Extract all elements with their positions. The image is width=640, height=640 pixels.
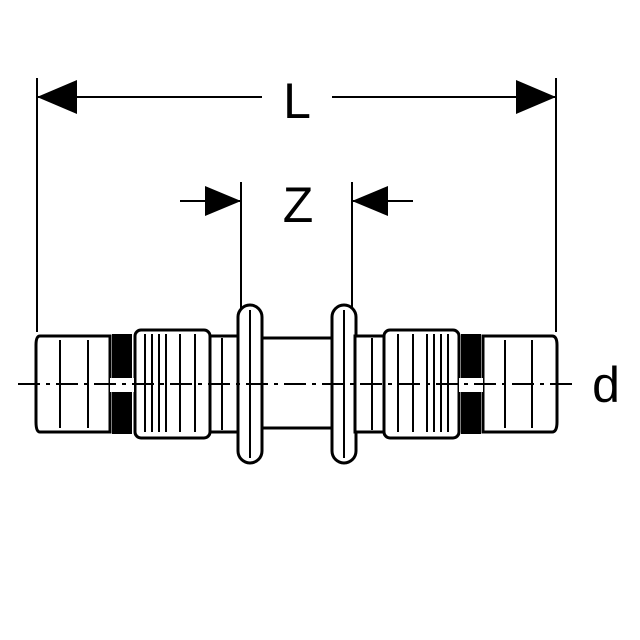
length-arrow-right xyxy=(516,80,556,114)
gap-label: Z xyxy=(283,177,314,233)
right-ring-gap xyxy=(459,378,483,392)
length-label: L xyxy=(283,73,311,129)
gap-arrow-right xyxy=(352,186,388,216)
length-arrow-left xyxy=(37,80,77,114)
length-dimension: L xyxy=(36,73,557,332)
gap-arrow-left xyxy=(205,186,241,216)
gap-dimension: Z xyxy=(180,177,413,310)
diameter-label: d xyxy=(592,357,620,413)
